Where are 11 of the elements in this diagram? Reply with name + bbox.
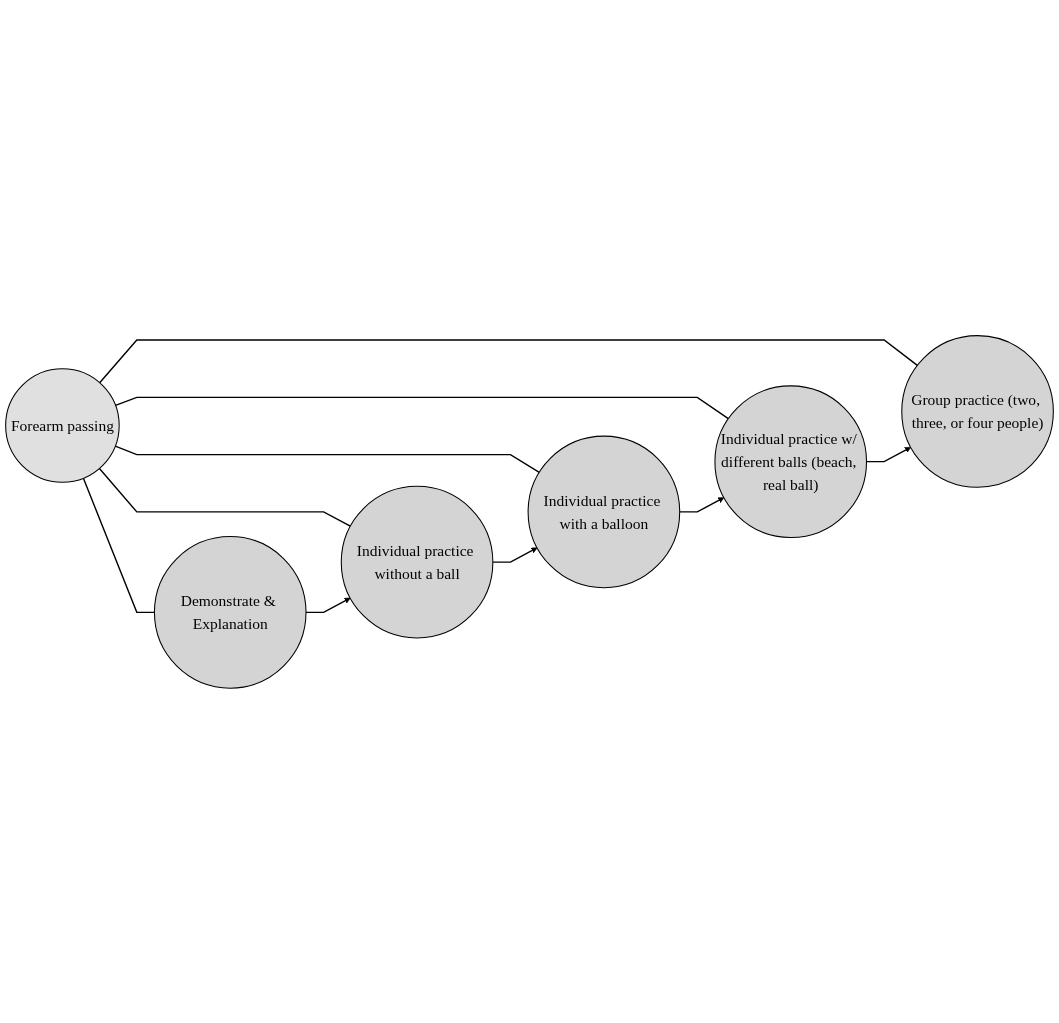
connector (114, 445, 540, 473)
connector (98, 338, 919, 383)
connector (98, 467, 351, 527)
node-circle: Individual practice w/ different balls (beach, real ball) (714, 384, 868, 538)
node-circle: Demonstrate & Explanation (153, 535, 307, 689)
node-circle: Forearm passing (5, 367, 120, 483)
node-circle: Individual practice with a balloon (527, 435, 681, 588)
node-circle: Individual practice without a ball (340, 485, 494, 639)
node-circle: Group practice (two, three, or four people) (901, 334, 1054, 488)
connector (114, 396, 729, 419)
arrow (492, 547, 538, 563)
